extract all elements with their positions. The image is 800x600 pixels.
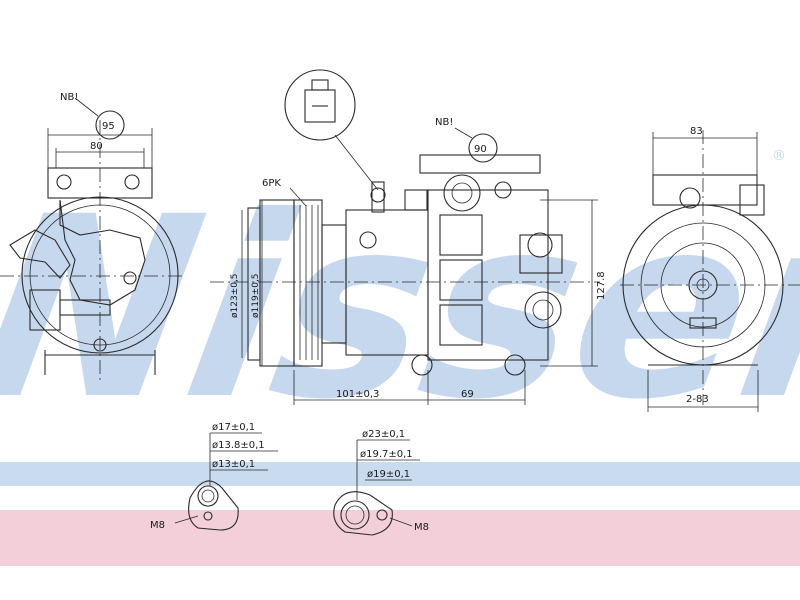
- front-view-left: [0, 97, 185, 380]
- fitting-right-d1: ø23±0,1: [362, 429, 405, 440]
- left-note: NB!: [60, 92, 78, 103]
- side-body-length: 101±0,3: [336, 389, 379, 400]
- pulley-inner-diameter: ø119±0,5: [251, 273, 261, 318]
- right-bottom-width: 2-83: [686, 394, 709, 405]
- fitting-right-d2: ø19.7±0,1: [360, 449, 413, 460]
- watermark-text: Nissens: [0, 164, 800, 455]
- left-top-width: 95: [102, 121, 115, 132]
- pulley-outer-diameter: ø123±0,5: [230, 273, 240, 318]
- pink-band: [0, 510, 800, 566]
- side-angle: 90: [474, 144, 487, 155]
- side-view: [210, 127, 600, 405]
- pulley-label: 6PK: [262, 178, 281, 189]
- fitting-right: [333, 439, 420, 536]
- fitting-left-d1: ø17±0,1: [212, 422, 255, 433]
- right-top-width: 83: [690, 126, 703, 137]
- fitting-left-d3: ø13±0,1: [212, 459, 255, 470]
- side-rear-length: 69: [461, 389, 474, 400]
- fitting-right-thread: M8: [414, 522, 429, 533]
- side-note: NB!: [435, 117, 453, 128]
- left-bottom-width: 80: [90, 141, 103, 152]
- fitting-right-d3: ø19±0,1: [367, 469, 410, 480]
- fitting-left-thread: M8: [150, 520, 165, 531]
- watermark-registered: ®: [772, 148, 786, 164]
- blue-band: [0, 462, 800, 486]
- fitting-left-d2: ø13.8±0,1: [212, 440, 265, 451]
- connector-detail: [284, 69, 386, 213]
- front-view-right: [620, 130, 800, 412]
- side-height: 127.8: [596, 271, 607, 300]
- fitting-left: [174, 432, 278, 531]
